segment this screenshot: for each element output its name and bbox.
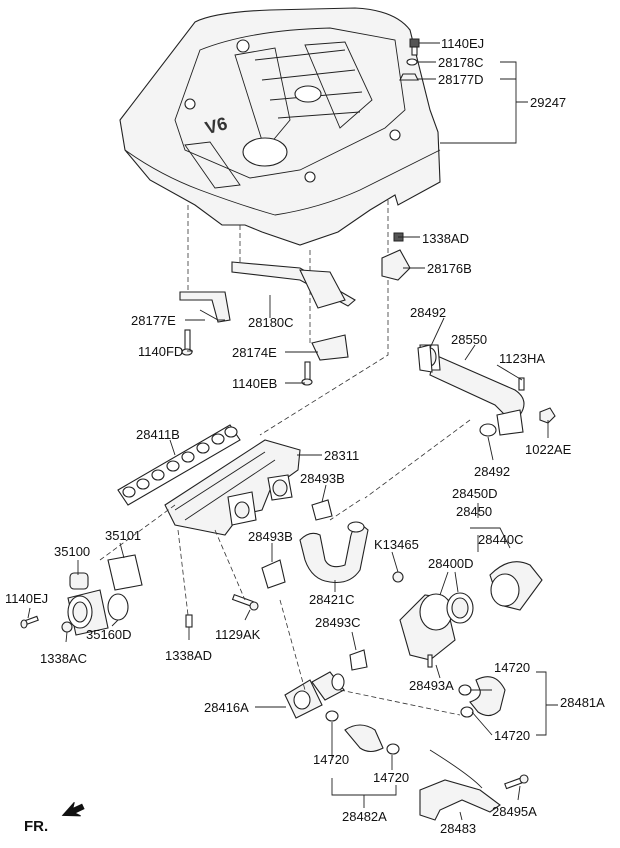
label-28493a: 28493A: [409, 678, 454, 693]
label-28493c: 28493C: [315, 615, 361, 630]
throttle-body-35100: [67, 572, 109, 636]
front-direction-label: FR.: [24, 818, 49, 835]
gasket-28493c: [349, 649, 368, 671]
egr-valve-28440c: [489, 561, 543, 611]
label-1140ej-left: 1140EJ: [5, 591, 49, 606]
label-14720-a: 14720: [494, 660, 531, 675]
bracket-28180c-side: [299, 269, 346, 309]
clamp-14720-c: [325, 710, 339, 722]
label-28400d: 28400D: [428, 556, 474, 571]
label-1338ad-top: 1338AD: [422, 231, 469, 246]
label-28492-bot: 28492: [474, 464, 511, 479]
label-29247: 29247: [530, 95, 567, 110]
label-k13465: K13465: [374, 537, 419, 552]
label-28482a: 28482A: [342, 809, 387, 824]
nut-1022ae: [539, 407, 556, 424]
bracket-28180c: [231, 261, 356, 307]
label-28176b: 28176B: [427, 261, 472, 276]
nut-k13465: [392, 571, 404, 583]
label-1140eb: 1140EB: [232, 376, 278, 391]
stud-28493a: [427, 654, 433, 668]
label-1022ae: 1022AE: [525, 442, 572, 457]
hose-28482a: [344, 724, 384, 753]
label-14720-c: 14720: [313, 752, 350, 767]
egr-tube-28421c: [299, 521, 369, 584]
bracket-28174e: [311, 334, 349, 361]
egr-cooler-28400d: [399, 592, 474, 661]
hose-28481a: [469, 676, 506, 717]
bolt-1140eb: [301, 361, 313, 386]
clamp-14720-d: [386, 743, 400, 755]
label-28483: 28483: [440, 821, 477, 836]
label-28174e: 28174E: [232, 345, 277, 360]
gasket-28493b-a: [311, 499, 333, 521]
bolt-28495a: [504, 774, 529, 790]
egr-inlet-28416a: [284, 671, 345, 719]
label-28492-top: 28492: [410, 305, 447, 320]
front-arrow-icon: [61, 801, 85, 817]
label-35160d: 35160D: [86, 627, 132, 642]
label-28481a: 28481A: [560, 695, 605, 710]
label-28311: 28311: [324, 448, 360, 463]
label-1338ac: 1338AC: [40, 651, 87, 666]
bracket-28176b: [381, 249, 411, 281]
label-1140fd: 1140FD: [138, 344, 184, 359]
nut-1338ac: [61, 621, 73, 633]
engine-cover: V6: [119, 7, 441, 246]
label-28180c: 28180C: [248, 315, 294, 330]
clamp-14720-a: [458, 684, 472, 696]
label-14720-d: 14720: [373, 770, 410, 785]
label-28411b: 28411B: [136, 427, 180, 442]
label-28450: 28450: [456, 504, 493, 519]
gasket-28493b-b: [261, 559, 286, 589]
label-1338ad-bot: 1338AD: [165, 648, 212, 663]
grommet-28178c: [406, 58, 418, 66]
label-28440c: 28440C: [478, 532, 524, 547]
label-35101: 35101: [105, 528, 142, 543]
label-28450d: 28450D: [452, 486, 498, 501]
o-ring-35160d: [107, 593, 129, 621]
label-28421c: 28421C: [309, 592, 355, 607]
label-28495a: 28495A: [492, 804, 537, 819]
gasket-35101: [107, 554, 143, 591]
label-14720-b: 14720: [494, 728, 531, 743]
label-28177e: 28177E: [131, 313, 176, 328]
gasket-28411b: [117, 424, 241, 506]
bracket-28483: [419, 779, 501, 821]
bolt-1123ha: [518, 377, 525, 391]
label-28416a: 28416A: [204, 700, 249, 715]
gasket-28492-upper: [417, 344, 433, 373]
gasket-28492-lower: [479, 423, 497, 437]
label-28178c: 28178C: [438, 55, 484, 70]
bracket-28177e: [179, 291, 231, 323]
label-35100: 35100: [54, 544, 91, 559]
clamp-14720-b: [460, 706, 474, 718]
bolt-1140fd: [181, 329, 193, 356]
label-1123ha: 1123HA: [499, 351, 546, 366]
exhaust-manifold-28311: [164, 439, 301, 536]
label-1129ak: 1129AK: [215, 627, 261, 642]
label-28550: 28550: [451, 332, 488, 347]
nut-1338ad-lower: [185, 614, 193, 628]
bolt-1129ak: [231, 593, 259, 611]
nut-28177d: [399, 73, 419, 81]
label-1140ej-top: 1140EJ: [441, 36, 485, 51]
label-28493b-a: 28493B: [300, 471, 345, 486]
bolt-1140ej-left: [20, 615, 39, 629]
label-28177d: 28177D: [438, 72, 484, 87]
label-28493b-b: 28493B: [248, 529, 293, 544]
